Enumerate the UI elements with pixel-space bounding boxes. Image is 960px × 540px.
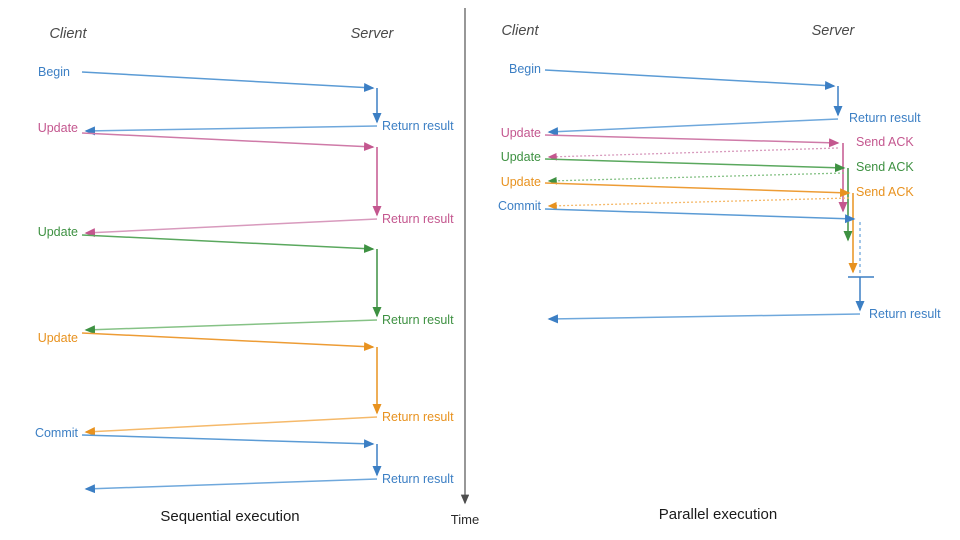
actor-label-server-parallel: Server	[812, 23, 856, 39]
message-group-commit-parallel	[544, 208, 874, 324]
label-send-ack-3: Send ACK	[856, 185, 914, 199]
arrow-commit-request	[81, 434, 375, 449]
message-group-update-2	[81, 234, 382, 335]
message-group-update-1-parallel	[544, 134, 848, 213]
label-return-result-3: Return result	[382, 313, 454, 327]
arrow-update2-response	[84, 319, 378, 335]
arrow-update2-request	[81, 234, 375, 254]
label-begin-parallel: Begin	[509, 62, 541, 76]
panel-sequential: Client Server	[35, 26, 454, 525]
arrow-update3-request	[81, 332, 375, 352]
arrow-begin-response	[84, 125, 378, 136]
arrow-update1-request	[81, 132, 375, 152]
label-return-result-5: Return result	[382, 472, 454, 486]
arrow-update3-ack-parallel	[547, 197, 850, 210]
time-axis: Time	[451, 8, 479, 527]
label-update-parallel-3: Update	[501, 175, 541, 189]
label-return-result-parallel-1: Return result	[849, 111, 921, 125]
label-update-3: Update	[38, 331, 78, 345]
arrow-begin-response-parallel	[547, 118, 839, 137]
time-axis-label: Time	[451, 512, 479, 527]
caption-sequential: Sequential execution	[160, 508, 299, 525]
actor-label-server: Server	[351, 26, 395, 42]
arrow-update3-response	[84, 416, 378, 437]
label-commit-parallel: Commit	[498, 199, 542, 213]
arrow-update1-response	[84, 218, 378, 238]
message-group-update-3-parallel	[544, 182, 858, 274]
panel-parallel: Client Server	[498, 23, 941, 523]
arrow-update1-request-parallel	[544, 134, 840, 148]
label-update-2: Update	[38, 225, 78, 239]
label-commit: Commit	[35, 426, 79, 440]
message-group-update-3	[81, 332, 382, 437]
label-return-result-1: Return result	[382, 119, 454, 133]
arrow-update1-ack-parallel	[547, 147, 839, 161]
arrow-update2-request-parallel	[544, 158, 846, 173]
label-update-1: Update	[38, 121, 78, 135]
message-group-update-2-parallel	[544, 158, 853, 242]
actor-label-client: Client	[49, 26, 87, 42]
label-send-ack-2: Send ACK	[856, 160, 914, 174]
arrow-commit-response	[84, 478, 378, 494]
label-update-parallel-2: Update	[501, 150, 541, 164]
arrow-begin-request-parallel	[544, 69, 836, 90]
actor-label-client-parallel: Client	[501, 23, 539, 39]
label-return-result-2: Return result	[382, 212, 454, 226]
arrow-commit-response-parallel	[547, 313, 861, 324]
arrow-update2-ack-parallel	[547, 172, 845, 185]
label-return-result-4: Return result	[382, 410, 454, 424]
label-update-parallel-1: Update	[501, 126, 541, 140]
label-send-ack-1: Send ACK	[856, 135, 914, 149]
arrow-begin-request	[81, 71, 375, 92]
message-group-update-1	[81, 132, 382, 238]
message-group-begin	[81, 71, 382, 136]
message-group-commit	[81, 434, 382, 494]
label-begin: Begin	[38, 65, 70, 79]
arrow-update3-request-parallel	[544, 182, 851, 198]
arrow-commit-request-parallel	[544, 208, 856, 224]
caption-parallel: Parallel execution	[659, 506, 777, 523]
message-group-begin-parallel	[544, 69, 843, 137]
label-return-result-parallel-2: Return result	[869, 307, 941, 321]
